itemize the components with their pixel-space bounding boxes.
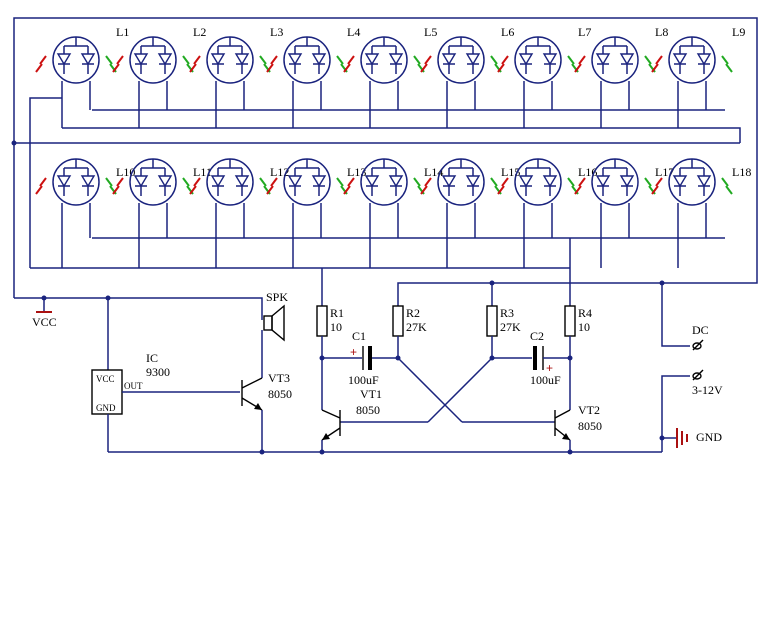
r2-value: 27K — [406, 320, 427, 334]
vt3-part: 8050 — [268, 387, 292, 401]
dc-label: DC — [692, 323, 709, 337]
bicolor-led: L6 — [420, 25, 514, 128]
led-label: L18 — [732, 165, 751, 179]
bicolor-led: L18 — [651, 158, 751, 268]
bicolor-led: L17 — [574, 158, 674, 268]
ic-pin-vcc: VCC — [96, 374, 115, 384]
red-light-icon — [651, 55, 663, 73]
led-label: L1 — [116, 25, 129, 39]
c1-value: 100uF — [348, 373, 379, 387]
red-light-icon — [343, 55, 355, 73]
r4-value: 10 — [578, 320, 590, 334]
spk-label: SPK — [266, 290, 288, 304]
speaker-icon: SPK — [261, 290, 288, 378]
r4-name: R4 — [578, 306, 592, 320]
vt2-part: 8050 — [578, 419, 602, 433]
led-label: L3 — [270, 25, 283, 39]
bicolor-led: L3 — [189, 25, 283, 128]
spk-feed-wire — [108, 297, 263, 320]
led-label: L9 — [732, 25, 745, 39]
green-light-icon — [721, 55, 733, 73]
led-label: L4 — [347, 25, 360, 39]
bicolor-led: L1 — [35, 25, 129, 128]
vt1-name: VT1 — [360, 387, 382, 401]
vt3-transistor: VT3 8050 — [241, 371, 292, 452]
led-label: L8 — [655, 25, 668, 39]
red-light-icon — [112, 55, 124, 73]
red-light-icon — [497, 177, 509, 195]
vt1-part: 8050 — [356, 403, 380, 417]
ic-pin-out: OUT — [124, 381, 143, 391]
inner-left-wire — [29, 97, 62, 268]
red-light-icon — [420, 55, 432, 73]
outer-loop-wire — [13, 17, 758, 298]
green-light-icon — [721, 177, 733, 195]
red-light-icon — [189, 55, 201, 73]
bicolor-led: L7 — [497, 25, 591, 128]
ic-9300: VCC OUT GND IC 9300 — [91, 298, 240, 452]
vt2-name: VT2 — [578, 403, 600, 417]
junction-dots — [11, 140, 665, 455]
red-light-icon — [651, 177, 663, 195]
bicolor-led: L2 — [112, 25, 206, 128]
bicolor-led: L10 — [35, 158, 135, 268]
red-light-icon — [497, 55, 509, 73]
red-light-icon — [343, 177, 355, 195]
ic-name: IC — [146, 351, 158, 365]
red-light-icon — [35, 55, 47, 73]
top-row-bus-wire — [62, 127, 741, 143]
red-light-icon — [574, 177, 586, 195]
bicolor-led: L9 — [651, 25, 745, 128]
c2-value: 100uF — [530, 373, 561, 387]
r3-value: 27K — [500, 320, 521, 334]
led-label: L6 — [501, 25, 514, 39]
r3-resistor — [486, 305, 498, 337]
r3-name: R3 — [500, 306, 514, 320]
vcc-label: VCC — [32, 315, 57, 329]
red-light-icon — [266, 177, 278, 195]
r2-name: R2 — [406, 306, 420, 320]
red-light-icon — [420, 177, 432, 195]
bicolor-led: L15 — [420, 158, 520, 268]
gnd-symbol: GND — [662, 428, 722, 448]
dc-input: DC 3-12V — [692, 323, 723, 397]
c2-polarity: + — [546, 361, 553, 375]
ic-part: 9300 — [146, 365, 170, 379]
frame-wires — [13, 17, 758, 320]
c1-polarity: + — [350, 345, 357, 359]
red-light-icon — [189, 177, 201, 195]
red-light-icon — [35, 177, 47, 195]
red-light-icon — [266, 55, 278, 73]
ic-pin-gnd: GND — [96, 403, 116, 413]
vcc-symbol: VCC — [32, 298, 57, 329]
bicolor-led: L12 — [189, 158, 289, 268]
bicolor-led: L4 — [266, 25, 360, 128]
r1-name: R1 — [330, 306, 344, 320]
red-light-icon — [574, 55, 586, 73]
led-row-top: L1 L2 L3 L4 L5 L6 L7 L8 L9 — [35, 25, 745, 128]
vt3-name: VT3 — [268, 371, 290, 385]
r1-value: 10 — [330, 320, 342, 334]
astable-circuit: R1 10 R2 27K R3 27K R4 10 + C1 100uF + C… — [108, 238, 690, 453]
bicolor-led: L8 — [574, 25, 668, 128]
led-label: L7 — [578, 25, 591, 39]
c1-name: C1 — [352, 329, 366, 343]
r2-resistor — [392, 305, 404, 337]
led-label: L5 — [424, 25, 437, 39]
c2-name: C2 — [530, 329, 544, 343]
dc-range: 3-12V — [692, 383, 723, 397]
r4-resistor — [564, 305, 576, 337]
red-light-icon — [112, 177, 124, 195]
led-label: L2 — [193, 25, 206, 39]
r1-resistor — [316, 305, 328, 337]
gnd-label: GND — [696, 430, 722, 444]
bicolor-led: L5 — [343, 25, 437, 128]
